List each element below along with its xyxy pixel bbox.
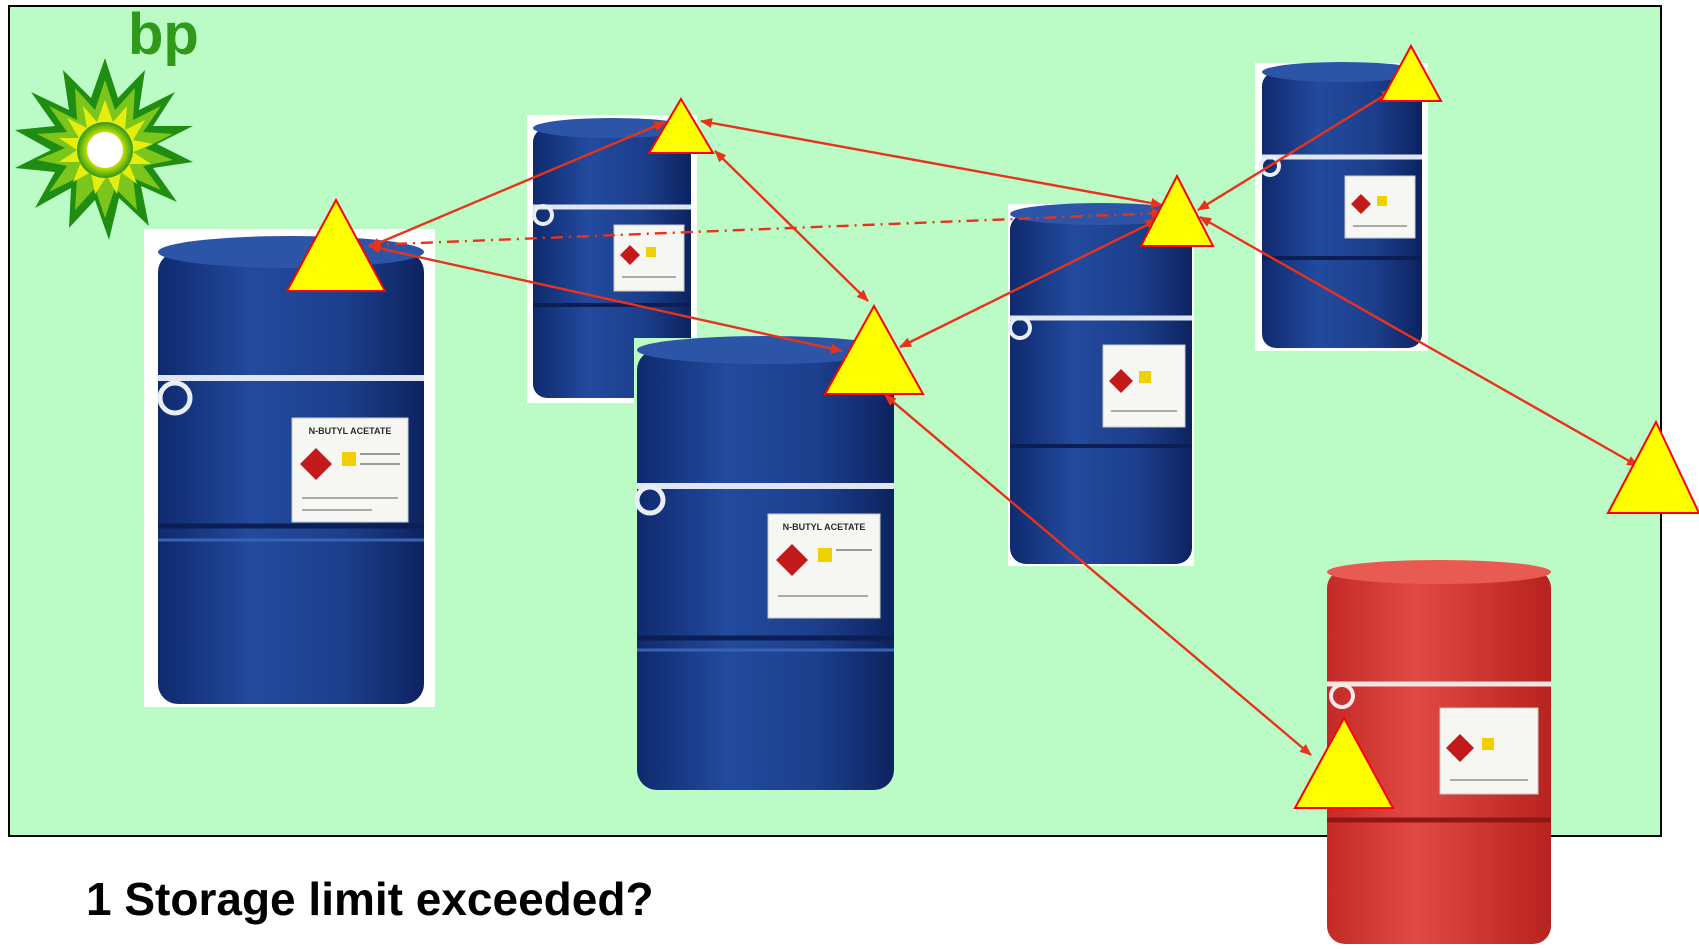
warning-triangle-icon	[647, 97, 715, 154]
warning-triangle-icon	[285, 197, 387, 292]
hazard-markers	[285, 43, 1699, 809]
warning-triangle-icon	[1139, 173, 1215, 247]
drum-blue-large: N-BUTYL ACETATE	[144, 229, 435, 707]
drum-blue-center: N-BUTYL ACETATE	[634, 336, 896, 790]
bp-helios-icon	[15, 58, 193, 240]
warning-triangle-icon	[1606, 419, 1699, 514]
warning-triangle-icon	[823, 303, 925, 395]
hazard-diamond-icon	[776, 544, 808, 576]
connector-arrow	[884, 394, 1312, 756]
caption-text: 1 Storage limit exceeded?	[86, 873, 654, 925]
connection-arrows	[368, 88, 1639, 756]
bp-logo-text: bp	[128, 2, 199, 67]
drum-label: N-BUTYL ACETATE	[291, 417, 409, 523]
warning-triangle-icon	[1293, 715, 1395, 809]
hazard-diamond-icon	[1446, 734, 1474, 762]
drum-blue-middle-right	[1008, 203, 1194, 566]
hazard-diamond-icon	[300, 448, 332, 480]
connector-arrow	[1197, 88, 1394, 212]
drum-label-text: N-BUTYL ACETATE	[783, 522, 866, 532]
connector-arrow	[1199, 215, 1639, 468]
connector-arrow	[700, 118, 1163, 208]
connector-arrow	[368, 243, 843, 354]
drum-blue-upper-right	[1255, 62, 1428, 351]
connector-arrow-dashed	[368, 208, 1164, 250]
drum-red	[1327, 560, 1551, 944]
hazard-diamond-icon	[1109, 369, 1133, 393]
drum-label-text: N-BUTYL ACETATE	[309, 426, 392, 436]
bp-logo: bp	[15, 2, 199, 240]
warning-triangle-icon	[1379, 43, 1443, 102]
